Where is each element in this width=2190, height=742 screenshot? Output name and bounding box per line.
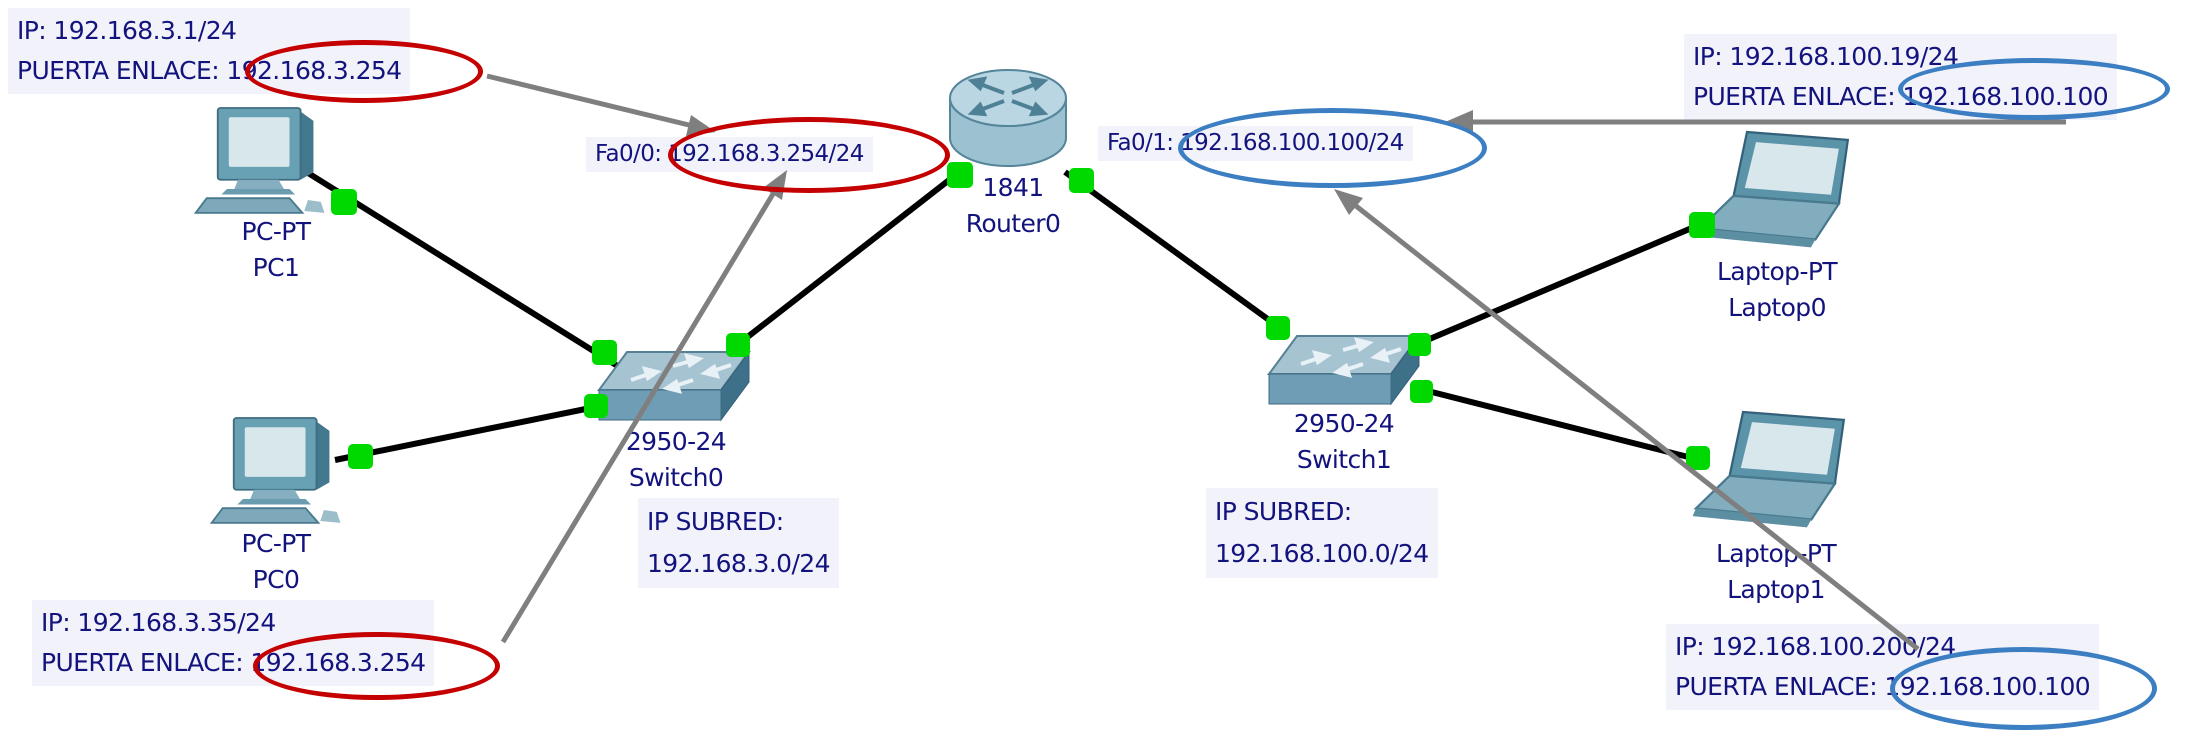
cable-line [334,400,616,463]
highlight-ellipse-fa00-ip [668,117,950,193]
pc1-label: PC-PT PC1 [156,214,396,286]
cable-switch1-laptop0[interactable] [1411,219,1708,349]
device-name: PC1 [252,253,300,282]
switch1-label: 2950-24 Switch1 [1224,406,1464,478]
device-name: Laptop0 [1728,293,1826,322]
cable-pc0-switch0[interactable] [334,400,616,463]
cable-line [1063,169,1282,331]
arrow-laptop1-gateway-to-fa01 [1334,189,1920,651]
link-status-light [331,189,357,215]
device-model: Laptop-PT [1716,257,1838,286]
highlight-ellipse-pc0-gateway [253,632,500,700]
pc1-icon[interactable] [193,107,325,214]
link-status-light [584,394,608,418]
arrow-pc1-gateway-to-fa00 [486,73,716,136]
device-model: 2950-24 [1293,409,1395,438]
switch-top-arrows-glyph [630,353,732,394]
cable-line [734,167,964,349]
note-line-ip: IP: 192.168.100.200/24 [1675,632,1956,661]
device-name: PC0 [252,565,300,594]
device-model: PC-PT [241,217,312,246]
device-name: Laptop1 [1727,575,1825,604]
arrow-pc0-gateway-to-fa00 [500,170,787,644]
laptop1-label: Laptop-PT Laptop1 [1656,536,1896,608]
switch0-icon[interactable] [597,350,751,422]
laptop0-icon[interactable] [1696,130,1850,248]
switch-top-arrows-glyph [1300,337,1402,378]
link-status-light [1069,168,1094,193]
link-status-light [1266,316,1290,340]
note-line-subnet-title: IP SUBRED: [647,507,784,536]
device-model: 2950-24 [625,427,727,456]
device-model: PC-PT [241,529,312,558]
link-status-lights [331,162,1715,470]
router0-label: 1841 Router0 [893,170,1133,242]
laptop1-icon[interactable] [1692,410,1846,528]
link-status-light [1689,212,1715,238]
link-status-light [1408,333,1431,356]
device-name: Switch0 [628,463,724,492]
device-model: Laptop-PT [1715,539,1837,568]
link-status-light [1410,380,1433,403]
device-model: 1841 [982,173,1044,202]
switch1-icon[interactable] [1267,334,1421,406]
laptop0-label: Laptop-PT Laptop0 [1657,254,1897,326]
arrow-line [500,192,776,644]
highlight-ellipse-laptop1-gateway [1890,647,2157,730]
device-name: Router0 [965,209,1061,238]
pc0-icon[interactable] [209,417,341,524]
cable-router0-switch1[interactable] [1063,169,1282,331]
router0-icon[interactable] [949,69,1067,167]
note-subnet-left: IP SUBRED: 192.168.3.0/24 [638,498,839,588]
note-line-ip: IP: 192.168.100.19/24 [1693,42,1959,71]
switch0-label: 2950-24 Switch0 [556,424,796,496]
note-line-subnet-value: 192.168.100.0/24 [1215,539,1429,568]
link-status-light [726,333,750,357]
arrow-line [1354,204,1920,651]
highlight-ellipse-fa01-ip [1178,108,1487,188]
link-status-light [947,162,973,188]
link-status-light [1686,446,1710,470]
note-line-ip: IP: 192.168.3.1/24 [17,16,237,45]
arrow-line [486,73,690,128]
highlight-ellipse-laptop0-gateway [1898,58,2170,120]
note-line-subnet-value: 192.168.3.0/24 [647,549,831,578]
router-top-arrows-glyph [967,76,1049,117]
link-status-light [348,444,373,469]
link-status-light [592,340,617,365]
cable-switch0-router0[interactable] [734,167,964,349]
note-line-ip: IP: 192.168.3.35/24 [41,608,276,637]
note-line-subnet-title: IP SUBRED: [1215,497,1352,526]
device-name: Switch1 [1296,445,1392,474]
cable-line [1411,219,1708,349]
note-subnet-right: IP SUBRED: 192.168.100.0/24 [1206,488,1438,578]
cable-switch1-laptop1[interactable] [1415,385,1701,463]
cable-line [1415,385,1701,463]
highlight-ellipse-pc1-gateway [245,40,483,103]
arrowhead [1334,189,1363,215]
pc0-label: PC-PT PC0 [156,526,396,598]
